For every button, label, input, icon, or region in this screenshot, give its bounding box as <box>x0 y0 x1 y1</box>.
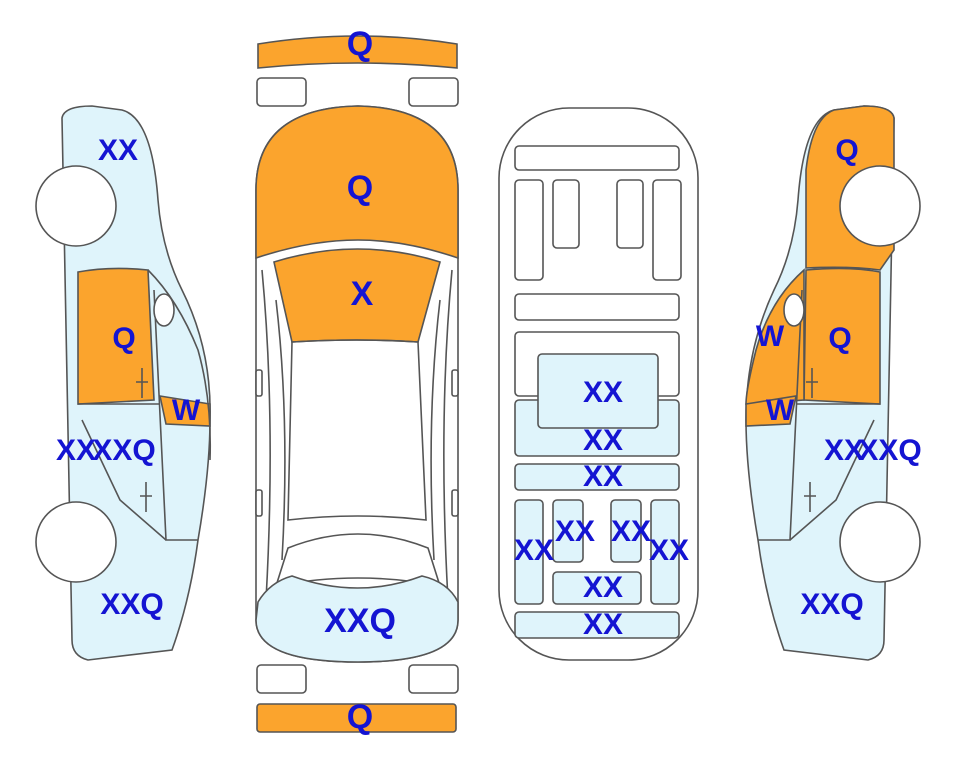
label-interior-right-seat: XX <box>649 534 689 567</box>
interior-seat-a[interactable] <box>552 499 584 563</box>
label-interior-panel-3: XX <box>583 571 623 604</box>
label-interior-panel-2: XX <box>583 460 623 493</box>
cabin <box>287 339 427 521</box>
label-interior-panel-4: XX <box>583 608 623 641</box>
rear-bumper-top[interactable] <box>255 575 459 663</box>
label-left-rear-door-a: XX <box>56 434 96 467</box>
interior-right-seat[interactable] <box>650 499 680 605</box>
interior-panel-3[interactable] <box>552 571 642 605</box>
interior-left-seat[interactable] <box>514 499 544 605</box>
label-right-front-door: Q <box>828 322 851 355</box>
right-mirror[interactable] <box>745 395 798 427</box>
label-left-rear-quarter: XXQ <box>100 588 163 621</box>
rear-left-light <box>256 664 307 694</box>
label-interior-panel-1: XX <box>583 424 623 457</box>
label-rear-bumper-top: XXQ <box>324 602 396 640</box>
interior-rear-window[interactable] <box>537 353 659 429</box>
interior-seat-b[interactable] <box>610 499 642 563</box>
rear-bumper-bottom[interactable] <box>256 703 457 733</box>
interior-panel-4[interactable] <box>514 611 680 639</box>
label-left-front-fender: XX <box>98 134 138 167</box>
label-right-rear-door-b: XXQ <box>858 434 921 467</box>
label-left-rear-door-b: XXQ <box>92 434 155 467</box>
left-front-door[interactable] <box>77 267 155 405</box>
label-interior-seat-b: XX <box>611 515 651 548</box>
rear-right-light <box>408 664 459 694</box>
top-view: Q Q X XXQ Q <box>255 25 459 736</box>
left-rear-wheel <box>35 501 117 583</box>
label-right-rear-quarter: XXQ <box>800 588 863 621</box>
label-interior-rear-window: XX <box>583 376 623 409</box>
label-interior-seat-a: XX <box>555 515 595 548</box>
front-right-light <box>408 77 459 107</box>
interior-panel-2[interactable] <box>514 463 680 491</box>
label-left-mirror: W <box>172 394 201 427</box>
label-left-front-door: Q <box>112 322 135 355</box>
label-interior-left-seat: XX <box>514 534 554 567</box>
right-side-view: Q Q W W XX XXQ XXQ <box>745 105 922 661</box>
left-front-wheel <box>35 165 117 247</box>
label-rear-bumper-bottom: Q <box>347 698 373 736</box>
right-rear-wheel <box>839 501 921 583</box>
label-hood: Q <box>347 169 373 207</box>
interior-view: XX XX XX XX XX XX XX XX XX <box>498 107 699 661</box>
label-right-rear-door-a: XX <box>824 434 864 467</box>
hood[interactable] <box>255 105 459 260</box>
right-front-door[interactable] <box>803 267 881 405</box>
label-front-bumper: Q <box>347 25 373 63</box>
label-right-mirror: W <box>766 394 795 427</box>
label-right-pillar: W <box>756 320 785 353</box>
right-front-wheel <box>839 165 921 247</box>
left-side-view: XX Q W XX XXQ XXQ <box>35 105 212 661</box>
label-right-front-fender: Q <box>835 134 858 167</box>
front-bumper[interactable] <box>257 35 458 69</box>
label-windshield: X <box>351 275 374 313</box>
front-left-light <box>256 77 307 107</box>
